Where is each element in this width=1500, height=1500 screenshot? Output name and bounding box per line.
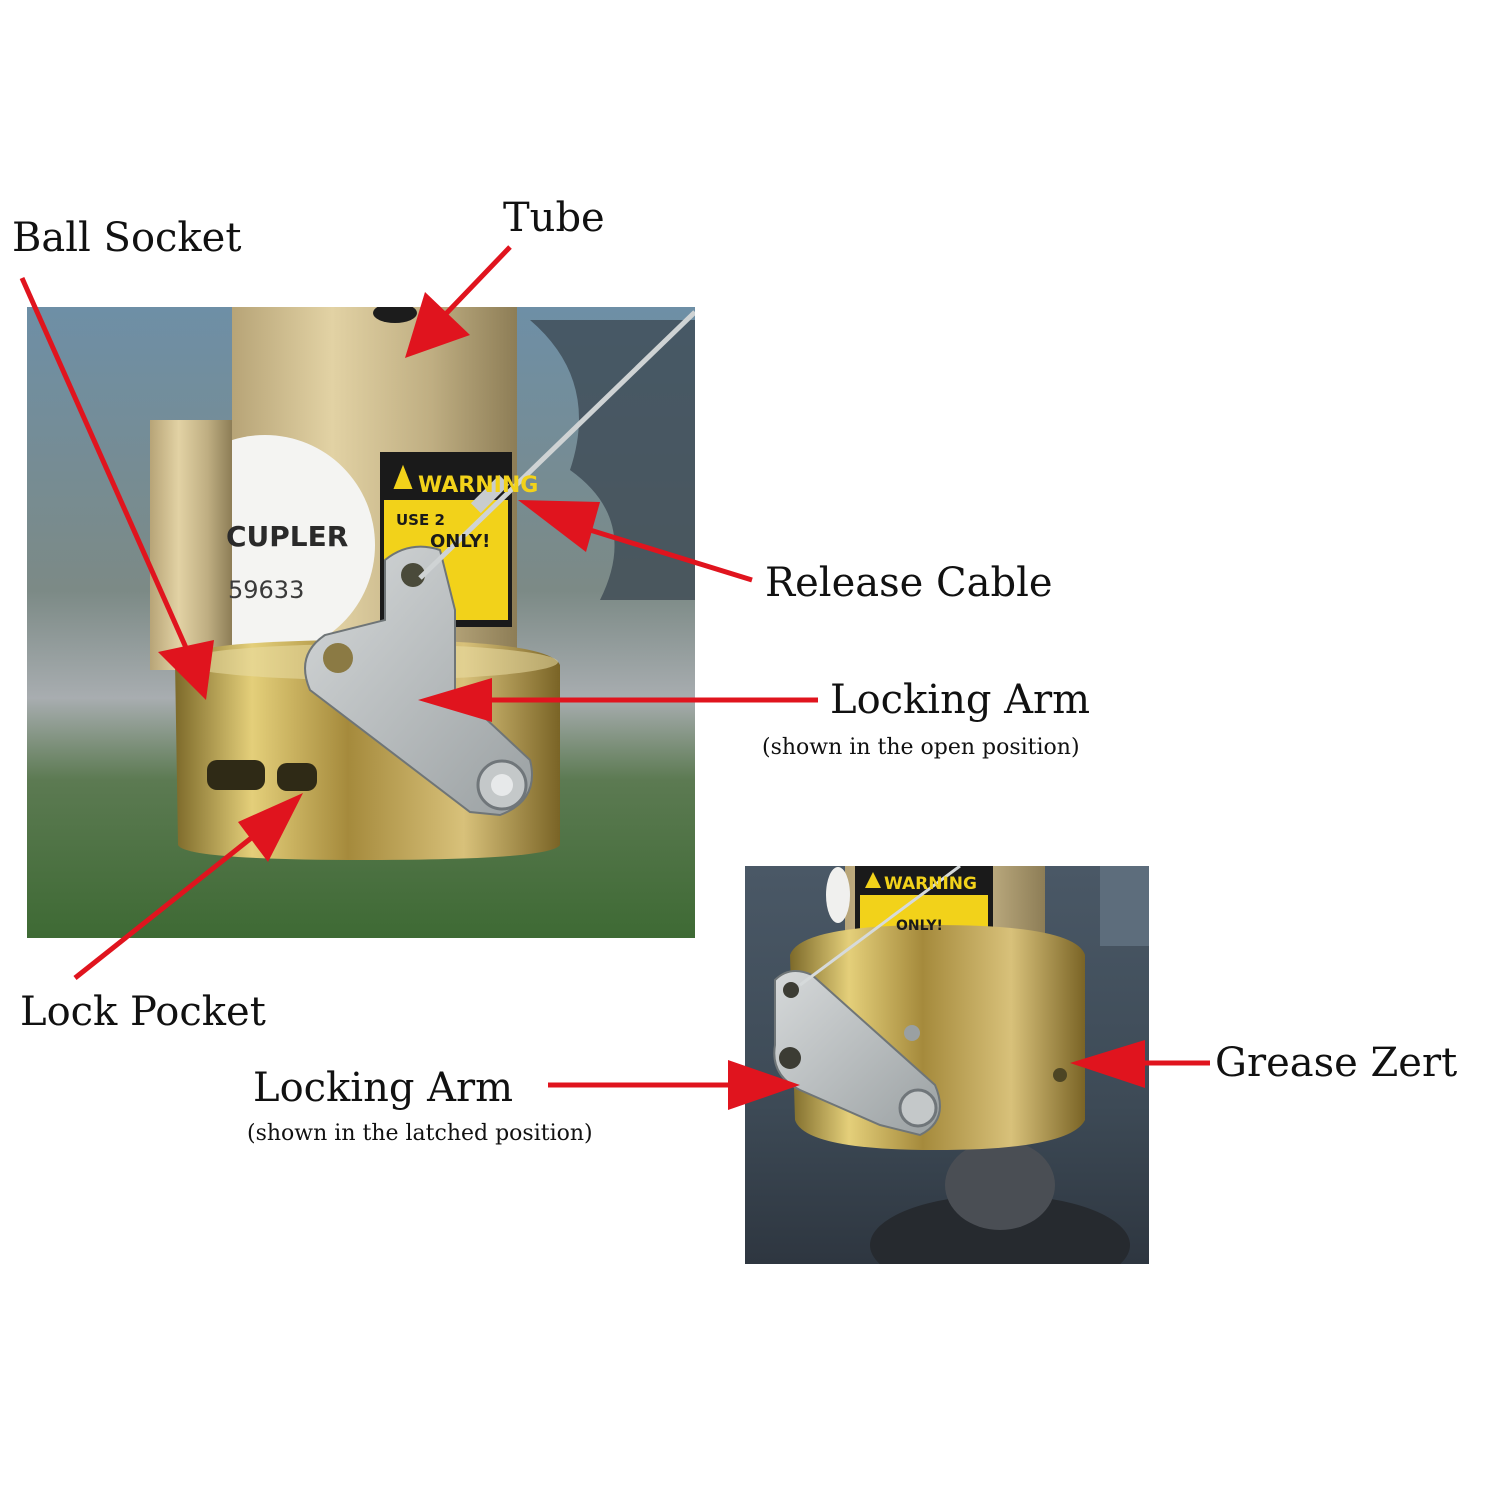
main-warning-title-text: WARNING [418, 473, 538, 498]
main-warning-only: ONLY! [430, 531, 490, 552]
label-grease-zert: Grease Zert [1215, 1040, 1458, 1086]
inset-warning-only: ONLY! [896, 918, 943, 934]
inset-warning-triangle-icon [865, 872, 881, 888]
inset-warning-title: WARNING [884, 874, 977, 894]
warning-triangle-icon [390, 459, 416, 491]
main-warning-line: USE 2 [396, 511, 445, 529]
inset-photo [745, 866, 1149, 1264]
label-tube: Tube [503, 195, 605, 241]
label-release-cable: Release Cable [765, 560, 1053, 606]
red-arrow-icon [19, 245, 1210, 1110]
main-photo-content [27, 307, 695, 938]
note-locking-arm-latched: (shown in the latched position) [247, 1121, 593, 1146]
decal-brand: CUPLER [226, 520, 348, 553]
label-ball-socket: Ball Socket [12, 215, 242, 261]
label-locking-arm-open: Locking Arm [830, 677, 1091, 723]
label-lock-pocket: Lock Pocket [20, 989, 266, 1035]
decal-part-number: 59633 [228, 576, 304, 604]
label-locking-arm-latched: Locking Arm [253, 1065, 514, 1111]
note-locking-arm-open: (shown in the open position) [762, 735, 1080, 760]
